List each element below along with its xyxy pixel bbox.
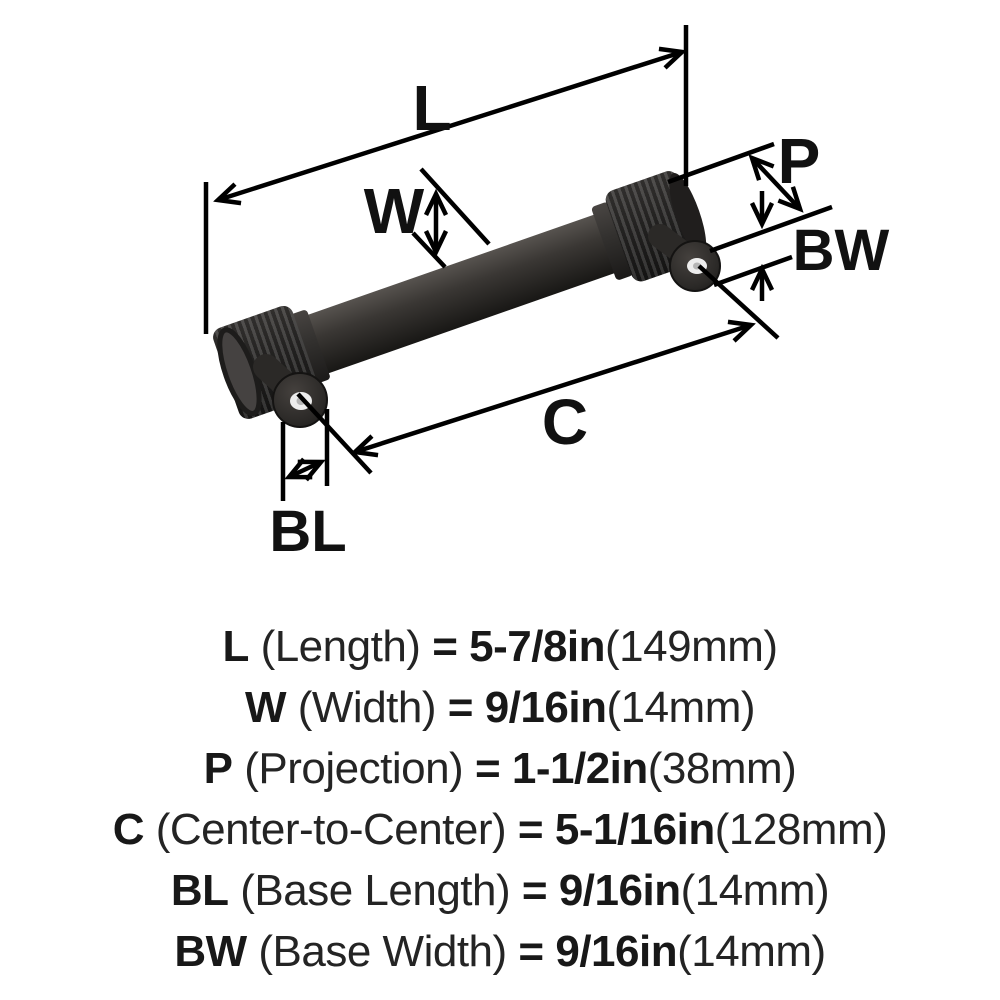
center-label: C: [542, 386, 588, 458]
center-tick-right: [697, 264, 780, 340]
legend-term-name: (Base Length): [240, 866, 511, 915]
projection-line-top: [667, 141, 775, 185]
left-collar: [290, 310, 330, 384]
right-collar: [591, 202, 633, 280]
legend-value: 5-1/16in: [554, 805, 715, 854]
legend-term-name: (Width): [297, 683, 437, 732]
legend-value: 9/16in: [555, 927, 678, 976]
handle-diagram-svg: L W P BW C BL: [203, 25, 890, 564]
handle-bar: [302, 212, 620, 376]
legend-row-width: W (Width) = 9/16in(14mm): [0, 677, 1000, 738]
base-length-arrow: [289, 462, 321, 477]
center-tick-left: [296, 392, 373, 475]
dimension-legend: L (Length) = 5-7/8in(149mm) W (Width) = …: [0, 616, 1000, 982]
width-label: W: [364, 175, 425, 247]
legend-metric: (14mm): [680, 866, 830, 915]
legend-equals: =: [432, 622, 458, 671]
legend-term: P: [203, 744, 233, 793]
legend-equals: =: [474, 744, 501, 793]
legend-row-base-width: BW (Base Width) = 9/16in(14mm): [0, 921, 1000, 982]
legend-value: 9/16in: [558, 866, 681, 915]
diagram-canvas: L W P BW C BL: [203, 25, 890, 564]
legend-term-name: (Base Width): [258, 927, 507, 976]
projection-label: P: [778, 125, 821, 197]
length-dimension-arrow: [218, 52, 682, 200]
legend-metric: (38mm): [647, 744, 797, 793]
legend-value: 1-1/2in: [511, 744, 648, 793]
length-label: L: [412, 72, 451, 144]
width-tick-upper: [419, 167, 491, 246]
legend-term: BW: [174, 927, 247, 976]
legend-row-base-length: BL (Base Length) = 9/16in(14mm): [0, 860, 1000, 921]
legend-row-projection: P (Projection) = 1-1/2in(38mm): [0, 738, 1000, 799]
legend-equals: =: [518, 927, 544, 976]
legend-term: L: [222, 622, 249, 671]
projection-dimension-arrow: [752, 158, 800, 209]
legend-term-name: (Projection): [244, 744, 464, 793]
legend-term-name: (Length): [260, 622, 421, 671]
legend-term-name: (Center-to-Center): [155, 805, 507, 854]
legend-value: 5-7/8in: [469, 622, 606, 671]
legend-equals: =: [517, 805, 544, 854]
legend-equals: =: [521, 866, 548, 915]
legend-term: BL: [170, 866, 229, 915]
base-width-line-top: [709, 204, 833, 254]
legend-metric: (14mm): [677, 927, 826, 976]
base-length-label: BL: [269, 499, 346, 564]
base-width-line-bottom: [713, 254, 793, 288]
legend-term: C: [112, 805, 145, 854]
legend-row-length: L (Length) = 5-7/8in(149mm): [0, 616, 1000, 677]
legend-equals: =: [447, 683, 474, 732]
center-dimension-arrow: [355, 325, 751, 452]
legend-metric: (149mm): [605, 622, 778, 671]
left-cap-face: [217, 327, 262, 416]
legend-row-center-to-center: C (Center-to-Center) = 5-1/16in(128mm): [0, 799, 1000, 860]
legend-term: W: [244, 683, 287, 732]
legend-metric: (14mm): [606, 683, 756, 732]
legend-metric: (128mm): [714, 805, 888, 854]
base-width-label: BW: [793, 218, 890, 283]
legend-value: 9/16in: [484, 683, 607, 732]
